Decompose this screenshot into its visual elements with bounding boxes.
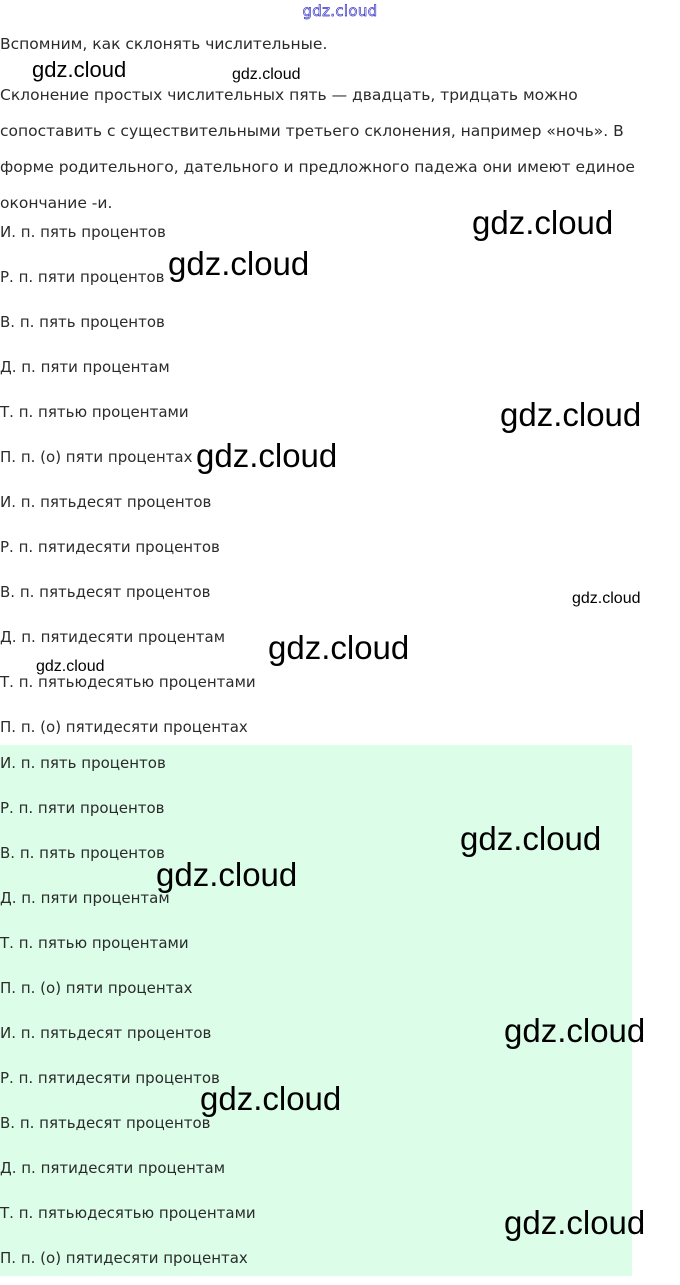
declension-row: П. п. (о) пяти процентах: [0, 448, 193, 466]
watermark: gdz.cloud: [168, 245, 310, 282]
watermark: gdz.cloud: [156, 856, 298, 893]
answer-row: Р. п. пятидесяти процентов: [0, 1069, 220, 1087]
answer-row: Т. п. пятью процентами: [0, 934, 189, 952]
answer-row: П. п. (о) пяти процентах: [0, 979, 193, 997]
watermark: gdz.cloud: [232, 66, 301, 83]
declension-row: Р. п. пятидесяти процентов: [0, 538, 220, 556]
answer-row: П. п. (о) пятидесяти процентах: [0, 1249, 248, 1267]
answer-row: Т. п. пятьюдесятью процентами: [0, 1204, 256, 1222]
declension-list: И. п. пять процентов Р. п. пяти проценто…: [0, 215, 680, 755]
watermark: gdz.cloud: [460, 820, 602, 857]
intro-text: Вспомним, как склонять числительные.: [0, 35, 328, 53]
declension-row: Д. п. пятидесяти процентам: [0, 628, 226, 646]
watermark: gdz.cloud: [572, 590, 641, 607]
watermark: gdz.cloud: [472, 204, 614, 241]
answer-row: Д. п. пятидесяти процентам: [0, 1159, 226, 1177]
declension-row: В. п. пять процентов: [0, 313, 165, 331]
declension-row: Д. п. пяти процентам: [0, 358, 170, 376]
watermark: gdz.cloud: [200, 1080, 342, 1117]
answer-row: И. п. пять процентов: [0, 754, 166, 772]
declension-row: И. п. пятьдесят процентов: [0, 493, 212, 511]
answer-list: И. п. пять процентов Р. п. пяти проценто…: [0, 745, 632, 1285]
answer-row: В. п. пять процентов: [0, 844, 165, 862]
declension-row: В. п. пятьдесят процентов: [0, 583, 211, 601]
rule-text: Склонение простых числительных пять — дв…: [0, 86, 635, 212]
watermark: gdz.cloud: [504, 1012, 646, 1049]
answer-block: И. п. пять процентов Р. п. пяти проценто…: [0, 745, 632, 1276]
declension-row: Т. п. пятьюдесятью процентами: [0, 673, 256, 691]
declension-row: И. п. пять процентов: [0, 223, 166, 241]
watermark: gdz.cloud: [196, 437, 338, 474]
answer-row: Р. п. пяти процентов: [0, 799, 165, 817]
site-brand-logo[interactable]: gdz.cloud: [302, 2, 378, 21]
declension-row: П. п. (о) пятидесяти процентах: [0, 718, 248, 736]
declension-row: Т. п. пятью процентами: [0, 403, 189, 421]
watermark: gdz.cloud: [268, 629, 410, 666]
watermark: gdz.cloud: [504, 1204, 646, 1241]
declension-row: Р. п. пяти процентов: [0, 268, 165, 286]
watermark: gdz.cloud: [36, 658, 105, 675]
watermark: gdz.cloud: [500, 396, 642, 433]
answer-row: В. п. пятьдесят процентов: [0, 1114, 211, 1132]
watermark: gdz.cloud: [32, 57, 127, 82]
answer-row: Д. п. пяти процентам: [0, 889, 170, 907]
answer-row: И. п. пятьдесят процентов: [0, 1024, 212, 1042]
